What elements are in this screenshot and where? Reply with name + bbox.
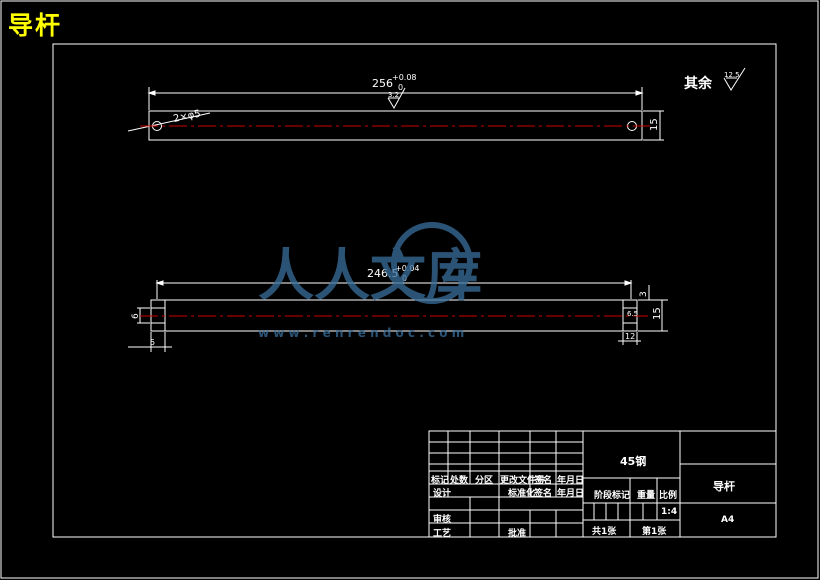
dim-3: 3	[639, 291, 649, 297]
tb-date2: 年月日	[557, 489, 585, 499]
side-tol-lower: 0	[402, 274, 407, 283]
watermark-text: 人人文库	[258, 244, 482, 309]
tb-count: 处数	[450, 476, 469, 486]
dim-15: 15	[652, 307, 663, 320]
tb-std: 标准化	[508, 489, 536, 499]
tb-review: 审核	[433, 515, 452, 525]
tb-drawing-no: A4	[721, 515, 735, 525]
tb-stage: 阶段标记	[594, 491, 631, 501]
dim-12: 12	[625, 332, 635, 341]
tb-docno: 更改文件号	[500, 476, 546, 486]
title-block	[428, 430, 777, 538]
top-rough-value: 3.2	[388, 91, 399, 99]
tb-part-name: 导杆	[713, 480, 735, 493]
dim-6: 6	[131, 313, 141, 319]
tb-weight: 重量	[637, 491, 656, 501]
side-length-dim: 246.5	[367, 267, 399, 280]
tb-sign2: 签名	[534, 489, 553, 499]
roughness-value: 12.5	[724, 71, 740, 79]
tb-approve: 批准	[508, 529, 527, 539]
watermark: 人人文库 w w w . r e n r e n d o c . c o m	[258, 222, 482, 340]
top-view	[127, 87, 664, 141]
tb-material: 45钢	[620, 455, 647, 468]
tb-scale: 1:4	[661, 507, 678, 517]
tb-total: 共1张	[592, 527, 617, 537]
tb-mark: 标记	[431, 476, 450, 486]
top-tol-lower: 0	[398, 83, 403, 92]
dim-6-5: 6.5	[627, 310, 638, 318]
tb-process: 工艺	[433, 529, 452, 539]
side-view	[128, 280, 668, 352]
tb-sheet: 第1张	[642, 527, 667, 537]
roughness-label: 其余	[684, 75, 713, 92]
watermark-url: w w w . r e n r e n d o c . c o m	[258, 326, 464, 340]
roughness-symbol	[723, 67, 746, 91]
tb-zone: 分区	[475, 476, 494, 486]
tb-ratio: 比例	[659, 491, 678, 501]
top-height-dim: 15	[649, 118, 660, 131]
drawing-title: 导杆	[8, 11, 63, 40]
side-tol-upper: +0.04	[395, 264, 420, 273]
tb-design: 设计	[433, 489, 452, 499]
tb-date: 年月日	[557, 476, 585, 486]
tb-sign: 签名	[534, 476, 553, 486]
top-length-dim: 256	[372, 77, 393, 90]
dim-5: 5	[150, 338, 155, 347]
top-tol-upper: +0.08	[392, 73, 417, 82]
inner-border	[52, 43, 777, 538]
